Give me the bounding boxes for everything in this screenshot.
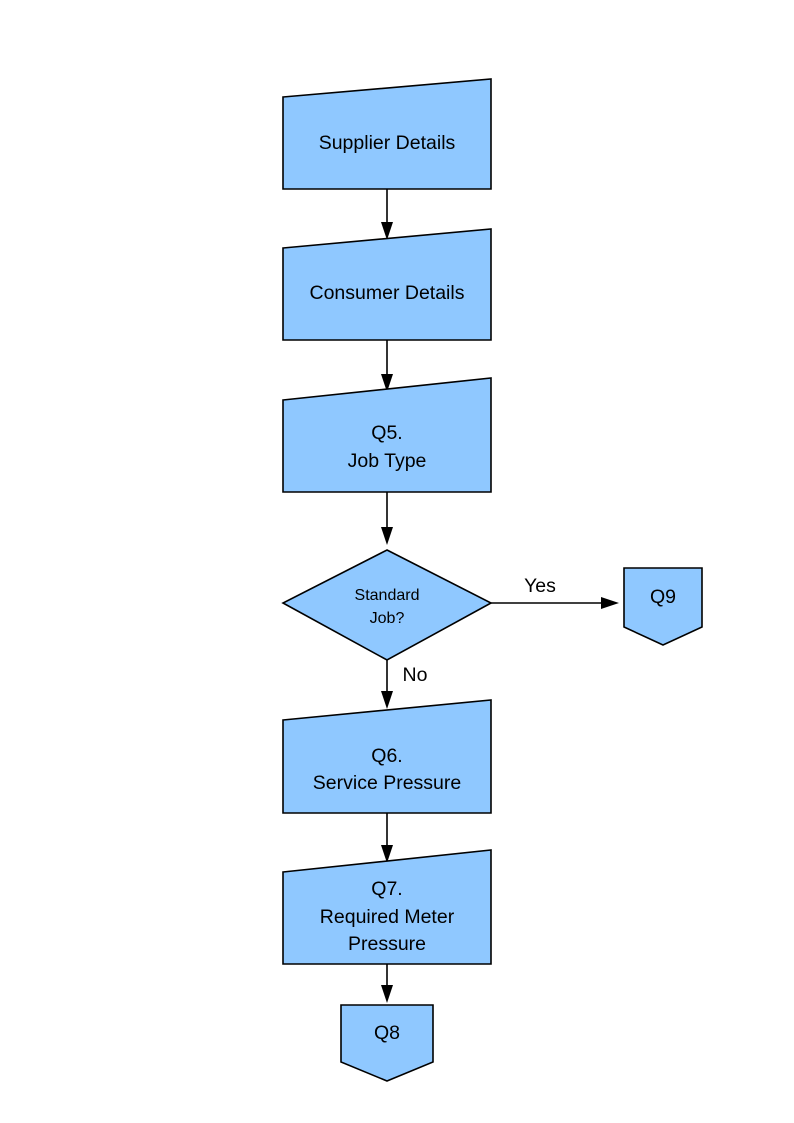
connector-decision-to-q6: No xyxy=(381,660,428,709)
consumer-details-label: Consumer Details xyxy=(310,282,465,304)
standard-job-decision-label-line1: Standard xyxy=(355,587,420,604)
arrow-head-icon xyxy=(381,374,393,392)
node-q6-service-pressure[interactable]: Q6. Service Pressure xyxy=(282,699,492,814)
node-supplier-details[interactable]: Supplier Details xyxy=(282,78,492,190)
arrow-head-icon xyxy=(601,597,619,609)
arrow-head-icon xyxy=(381,985,393,1003)
node-consumer-details[interactable]: Consumer Details xyxy=(282,228,492,341)
q7-label-line3: Pressure xyxy=(348,933,426,955)
arrow-head-icon xyxy=(381,691,393,709)
connector-q7-to-q8 xyxy=(381,964,393,1003)
arrow-head-icon xyxy=(381,527,393,545)
arrow-head-icon xyxy=(381,222,393,240)
q9-label: Q9 xyxy=(650,586,676,608)
q5-job-type-label-line2: Job Type xyxy=(348,450,427,472)
edge-label-no: No xyxy=(403,664,428,686)
q7-required-meter-pressure-shape[interactable] xyxy=(282,849,492,965)
q6-service-pressure-label-line1: Q6. xyxy=(371,745,402,767)
q9-shape[interactable] xyxy=(623,567,703,646)
q6-service-pressure-label-line2: Service Pressure xyxy=(313,772,461,794)
supplier-details-label: Supplier Details xyxy=(319,132,456,154)
arrow-head-icon xyxy=(381,845,393,863)
node-q5-job-type[interactable]: Q5. Job Type xyxy=(282,377,492,493)
q8-label: Q8 xyxy=(374,1022,400,1044)
standard-job-decision-shape[interactable] xyxy=(281,549,493,661)
edge-label-yes: Yes xyxy=(524,575,556,597)
connector-q6-to-q7 xyxy=(381,813,393,863)
standard-job-decision-label-line2: Job? xyxy=(370,610,405,627)
q5-job-type-label-line1: Q5. xyxy=(371,422,402,444)
node-standard-job-decision[interactable]: Standard Job? xyxy=(281,549,493,661)
supplier-details-shape[interactable] xyxy=(282,78,492,190)
consumer-details-shape[interactable] xyxy=(282,228,492,341)
q7-label-line2: Required Meter xyxy=(320,906,455,928)
connector-consumer-to-q5 xyxy=(381,340,393,392)
node-q8[interactable]: Q8 xyxy=(340,1004,434,1082)
connector-q5-to-decision xyxy=(381,492,393,545)
q6-service-pressure-shape[interactable] xyxy=(282,699,492,814)
q5-job-type-shape[interactable] xyxy=(282,377,492,493)
connector-supplier-to-consumer xyxy=(381,189,393,240)
q8-shape[interactable] xyxy=(340,1004,434,1082)
node-q9[interactable]: Q9 xyxy=(623,567,703,646)
node-q7-required-meter-pressure[interactable]: Q7. Required Meter Pressure xyxy=(282,849,492,965)
q7-label-line1: Q7. xyxy=(371,878,402,900)
connector-decision-to-q9: Yes xyxy=(491,575,619,609)
